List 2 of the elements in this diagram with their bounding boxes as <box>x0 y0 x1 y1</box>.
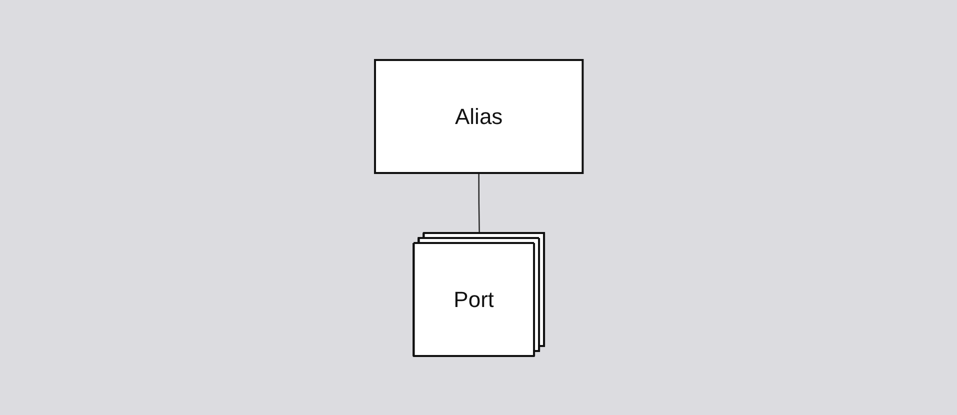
connector <box>478 172 480 234</box>
node-box: Alias <box>374 58 584 174</box>
